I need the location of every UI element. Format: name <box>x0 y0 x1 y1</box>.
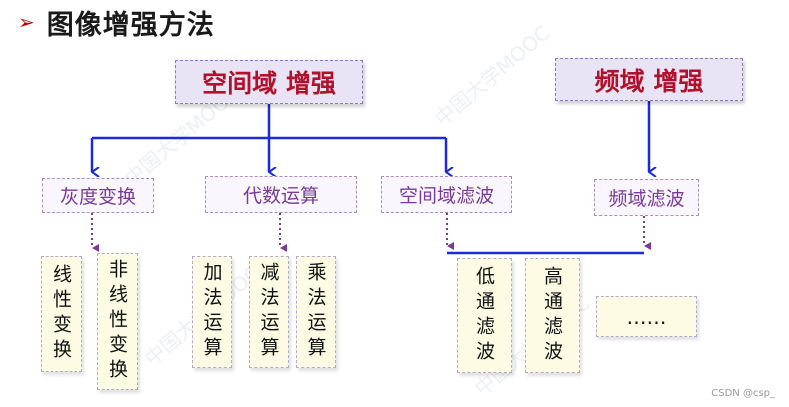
title-row: ➢ 图像增强方法 <box>18 4 215 41</box>
frequency-enhance-box: 频域 增强 <box>555 58 743 101</box>
page-title: 图像增强方法 <box>46 9 215 41</box>
bullet-arrow-icon: ➢ <box>18 10 35 34</box>
highpass-filter-box: 高通滤波 <box>525 258 580 373</box>
gray-transform-box: 灰度变换 <box>42 178 154 213</box>
credit-text: CSDN @csp_ <box>711 388 775 399</box>
more-methods-box: …… <box>596 296 697 337</box>
sub-operation-box: 减法运算 <box>249 256 289 368</box>
freq-filter-box: 频域滤波 <box>594 179 699 216</box>
algebra-operation-box: 代数运算 <box>205 176 357 213</box>
linear-transform-box: 线性变换 <box>41 256 82 372</box>
mul-operation-box: 乘法运算 <box>296 256 336 368</box>
add-operation-box: 加法运算 <box>192 256 232 368</box>
spatial-enhance-box: 空间域 增强 <box>175 60 363 104</box>
spatial-filter-box: 空间域滤波 <box>381 176 512 213</box>
lowpass-filter-box: 低通滤波 <box>457 258 512 373</box>
nonlinear-transform-box: 非线性变换 <box>97 253 138 390</box>
